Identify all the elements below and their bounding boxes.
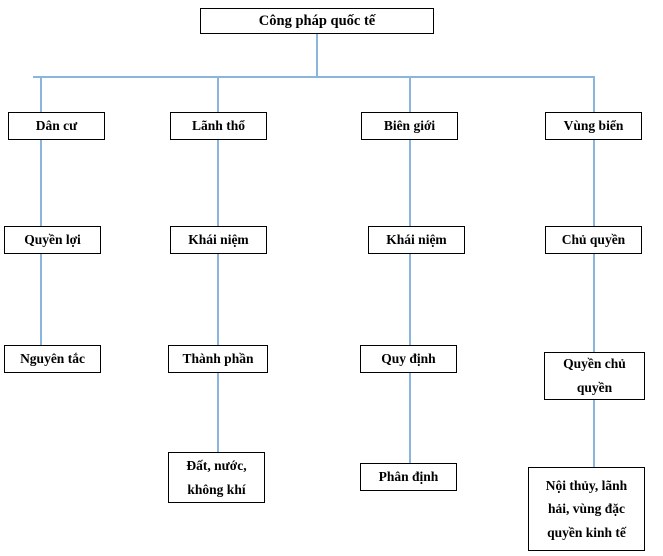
node-label: Quy định <box>381 351 436 367</box>
node-label: Quyền chủ quyền <box>563 356 626 395</box>
node-quyen-loi[interactable]: Quyền lợi <box>4 226 101 254</box>
node-label: Nguyên tắc <box>20 351 85 367</box>
connector-khai-niem-to-thanh-phan <box>217 253 219 345</box>
connector-vung-bien-to-chu-quyen <box>593 139 595 227</box>
node-vung-bien[interactable]: Vùng biển <box>545 112 642 140</box>
connector-quy-dinh-to-phan-dinh <box>409 372 411 464</box>
connector-lanh-tho-to-khai-niem <box>217 139 219 227</box>
node-label: Biên giới <box>383 118 436 134</box>
node-label: Vùng biển <box>563 118 624 134</box>
node-label: Nội thủy, lãnh hải, vùng đặc quyền kinh … <box>545 477 628 540</box>
node-label: Chủ quyền <box>561 232 626 248</box>
node-noi-thuy-lanh-hai[interactable]: Nội thủy, lãnh hải, vùng đặc quyền kinh … <box>528 467 645 551</box>
connector-bus-to-dan-cu <box>40 76 42 113</box>
connector-bus-to-bien-gioi <box>409 76 411 113</box>
node-khai-niem-lanh-tho[interactable]: Khái niệm <box>170 226 267 254</box>
node-thanh-phan[interactable]: Thành phần <box>168 345 268 373</box>
node-dat-nuoc-khong-khi[interactable]: Đất, nước, không khí <box>168 452 265 503</box>
node-chu-quyen[interactable]: Chủ quyền <box>545 226 642 254</box>
connector-quyen-loi-to-nguyen-tac <box>40 253 42 345</box>
node-cong-phap-quoc-te[interactable]: Công pháp quốc tế <box>200 8 434 34</box>
node-bien-gioi[interactable]: Biên giới <box>361 112 458 140</box>
node-label: Công pháp quốc tế <box>258 12 376 29</box>
node-label: Khái niệm <box>188 232 249 248</box>
node-quyen-chu-quyen[interactable]: Quyền chủ quyền <box>544 352 645 400</box>
node-phan-dinh[interactable]: Phân định <box>360 463 457 491</box>
connector-dan-cu-to-quyen-loi <box>40 139 42 227</box>
connector-bus-to-lanh-tho <box>217 76 219 113</box>
connector-root-down <box>316 33 318 77</box>
node-label: Thành phần <box>182 351 254 367</box>
node-label: Lãnh thổ <box>192 118 245 134</box>
node-nguyen-tac[interactable]: Nguyên tắc <box>4 345 101 373</box>
node-label: Đất, nước, không khí <box>186 457 247 497</box>
node-quy-dinh[interactable]: Quy định <box>360 345 457 373</box>
connector-root-bus <box>33 76 595 78</box>
node-dan-cu[interactable]: Dân cư <box>8 112 105 140</box>
connector-quyen-chu-quyen-to-noi-thuy <box>593 400 595 468</box>
connector-khai-niem-to-quy-dinh <box>409 253 411 345</box>
connector-bus-to-vung-bien <box>593 76 595 113</box>
node-label: Phân định <box>378 469 439 485</box>
node-lanh-tho[interactable]: Lãnh thổ <box>170 112 267 140</box>
connector-chu-quyen-to-quyen-chu-quyen <box>593 253 595 353</box>
node-khai-niem-bien-gioi[interactable]: Khái niệm <box>368 226 465 254</box>
connector-thanh-phan-to-dat-nuoc <box>217 372 219 453</box>
node-label: Quyền lợi <box>24 232 81 248</box>
node-label: Dân cư <box>35 118 78 134</box>
connector-bien-gioi-to-khai-niem <box>409 139 411 227</box>
node-label: Khái niệm <box>386 232 447 248</box>
